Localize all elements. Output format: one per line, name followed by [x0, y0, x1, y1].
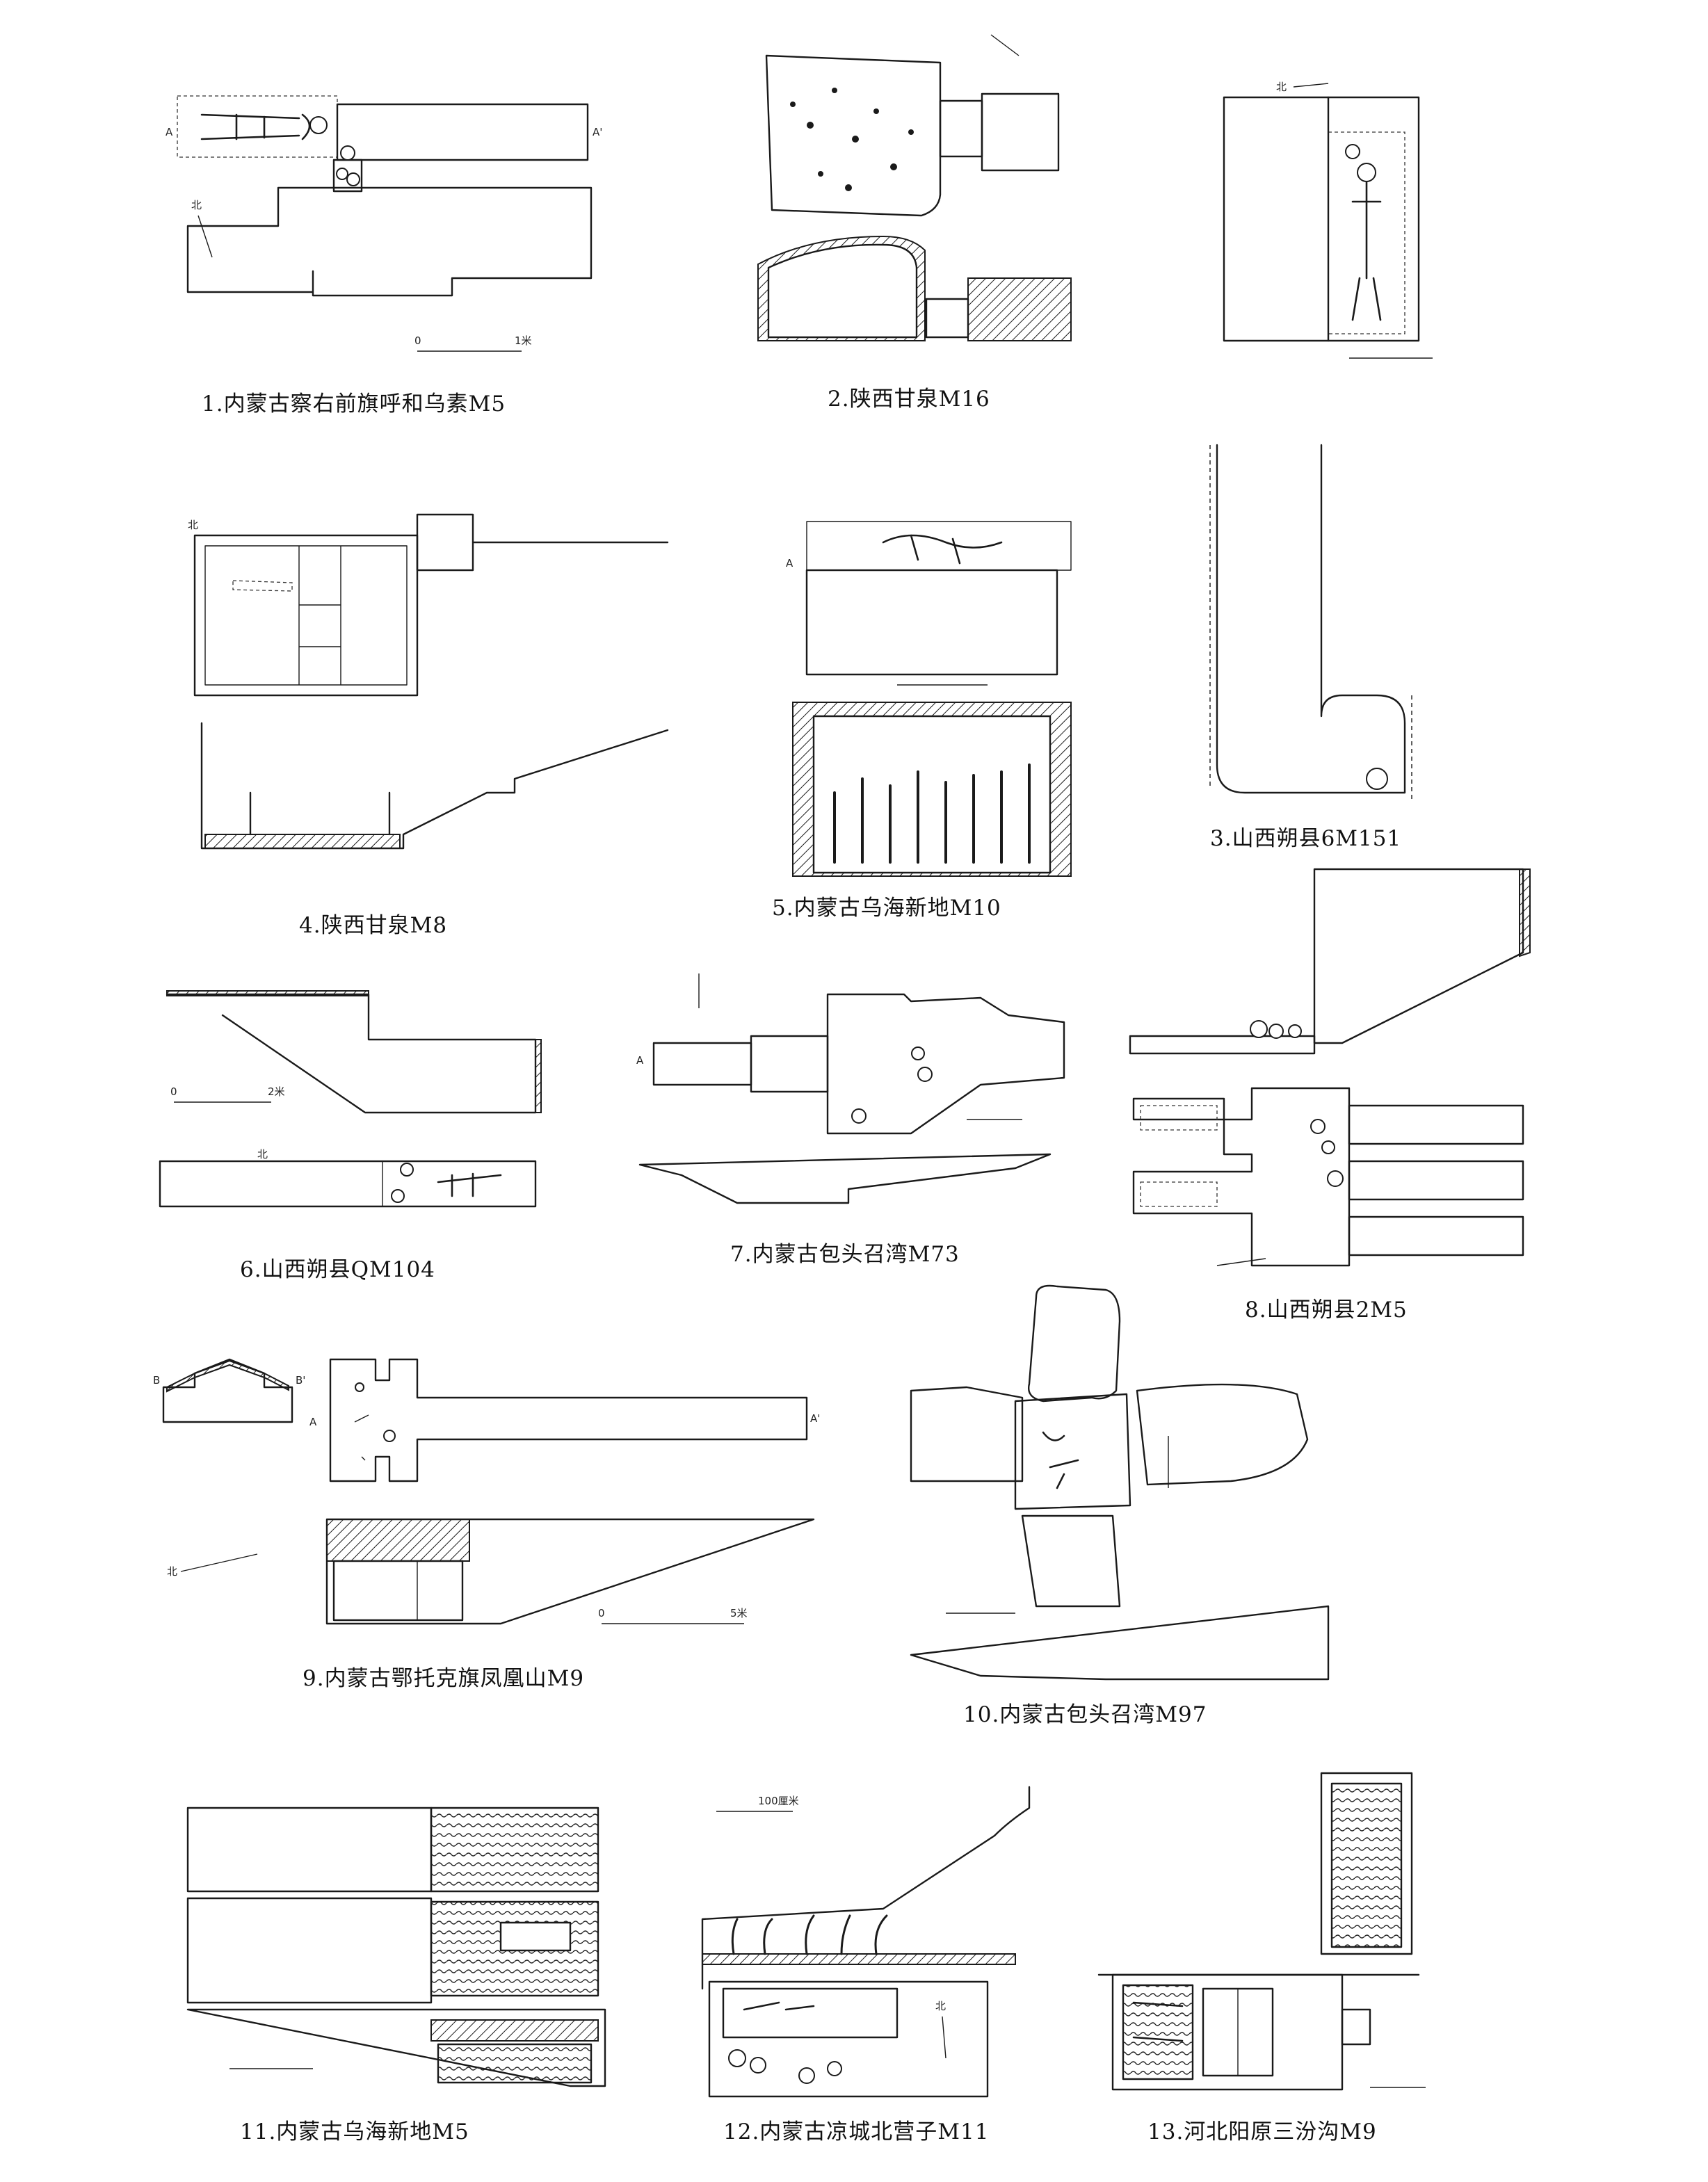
figure-3-section-drawing [1209, 444, 1412, 800]
scale-1m: 1米 [515, 334, 532, 347]
figure-5-tomb-plan: A [779, 515, 1085, 877]
section-a-prime-label: A' [810, 1412, 820, 1425]
figure-5-drawing: A [786, 521, 1072, 877]
figure-11-tomb-plan [174, 1801, 612, 2093]
figure-5-caption: 5.内蒙古乌海新地M10 [772, 896, 1001, 921]
figure-11-caption: 11.内蒙古乌海新地M5 [240, 2119, 469, 2144]
figure-10-caption: 10.内蒙古包头召湾M97 [963, 1702, 1207, 1727]
figure-12-tomb-plan: 100厘米 北 [668, 1780, 1057, 2100]
figure-4-drawing: 北 [188, 513, 669, 850]
figure-6-drawing: 0 2米 北 [159, 990, 542, 1208]
scale-zero: 0 [170, 1085, 177, 1098]
north-arrow-icon [1216, 1258, 1266, 1266]
figure-11-drawing [186, 1807, 606, 2087]
figure-8-caption: 8.山西朔县2M5 [1245, 1298, 1408, 1323]
figure-6-tomb-plan: 0 2米 北 [153, 987, 563, 1224]
north-label: 北 [257, 1148, 268, 1161]
figure-2-caption: 2.陕西甘泉M16 [828, 387, 990, 412]
section-a-label: A [636, 1054, 644, 1067]
north-arrow-icon [942, 2016, 946, 2059]
section-a-label: A [786, 557, 793, 569]
figure-3-section [1203, 438, 1426, 814]
north-label: 北 [935, 2000, 946, 2012]
figure-13-caption: 13.河北阳原三汾沟M9 [1147, 2119, 1377, 2144]
figure-4-caption: 4.陕西甘泉M8 [299, 913, 448, 938]
scale-100cm: 100厘米 [758, 1795, 799, 1807]
north-arrow-icon [990, 34, 1020, 56]
figure-9-tomb-plan: A A' B B' 0 5米 北 [153, 1345, 862, 1658]
figure-8-drawing [1129, 868, 1531, 1267]
section-a-prime-label: A' [593, 126, 602, 138]
north-label: 北 [188, 519, 198, 531]
figure-9-drawing: A A' B B' 0 5米 北 [153, 1358, 820, 1625]
figure-10-drawing [910, 1284, 1330, 1681]
figure-3-drawing: 北 [1223, 81, 1433, 359]
section-a-label: A [166, 126, 173, 138]
scale-5m: 5米 [730, 1607, 748, 1619]
scale-2m: 2米 [268, 1085, 285, 1098]
north-label: 北 [1276, 81, 1287, 93]
figure-2-tomb-plan [744, 28, 1106, 355]
figure-13-tomb-plan [1092, 1766, 1481, 2100]
figure-10-tomb-plan [897, 1279, 1330, 1704]
figure-9-caption: 9.内蒙古鄂托克旗凤凰山M9 [303, 1666, 585, 1691]
north-arrow-icon [1293, 83, 1329, 88]
north-label: 北 [167, 1565, 177, 1578]
figure-6-caption: 6.山西朔县QM104 [240, 1257, 435, 1282]
figure-1-caption: 1.内蒙古察右前旗呼和乌素M5 [202, 391, 506, 417]
figure-8-tomb-plan [1120, 862, 1551, 1279]
figure-3-caption: 3.山西朔县6M151 [1210, 826, 1402, 851]
figure-2-drawing [757, 34, 1072, 341]
scale-zero: 0 [414, 334, 421, 347]
figure-7-tomb-plan: A [619, 967, 1099, 1224]
figure-12-caption: 12.内蒙古凉城北营子M11 [723, 2119, 990, 2144]
figure-7-caption: 7.内蒙古包头召湾M73 [730, 1242, 960, 1267]
section-a-label: A [309, 1416, 317, 1428]
figure-4-tomb-plan: 北 [167, 501, 675, 876]
figure-12-drawing: 100厘米 北 [701, 1786, 1031, 2098]
section-b-label: B [153, 1374, 160, 1387]
figure-3-tomb-plan: 北 [1210, 70, 1460, 369]
north-label: 北 [191, 199, 202, 211]
scale-zero: 0 [598, 1607, 605, 1619]
north-arrow-icon [180, 1553, 258, 1572]
figure-13-drawing [1097, 1772, 1426, 2091]
north-arrow-icon [198, 215, 213, 258]
figure-1-drawing: A A' 北 0 1米 [166, 95, 602, 352]
figure-7-drawing: A [636, 973, 1065, 1204]
section-b-prime-label: B' [296, 1374, 305, 1387]
figure-1-tomb-plan: A A' 北 0 1米 [153, 83, 626, 375]
